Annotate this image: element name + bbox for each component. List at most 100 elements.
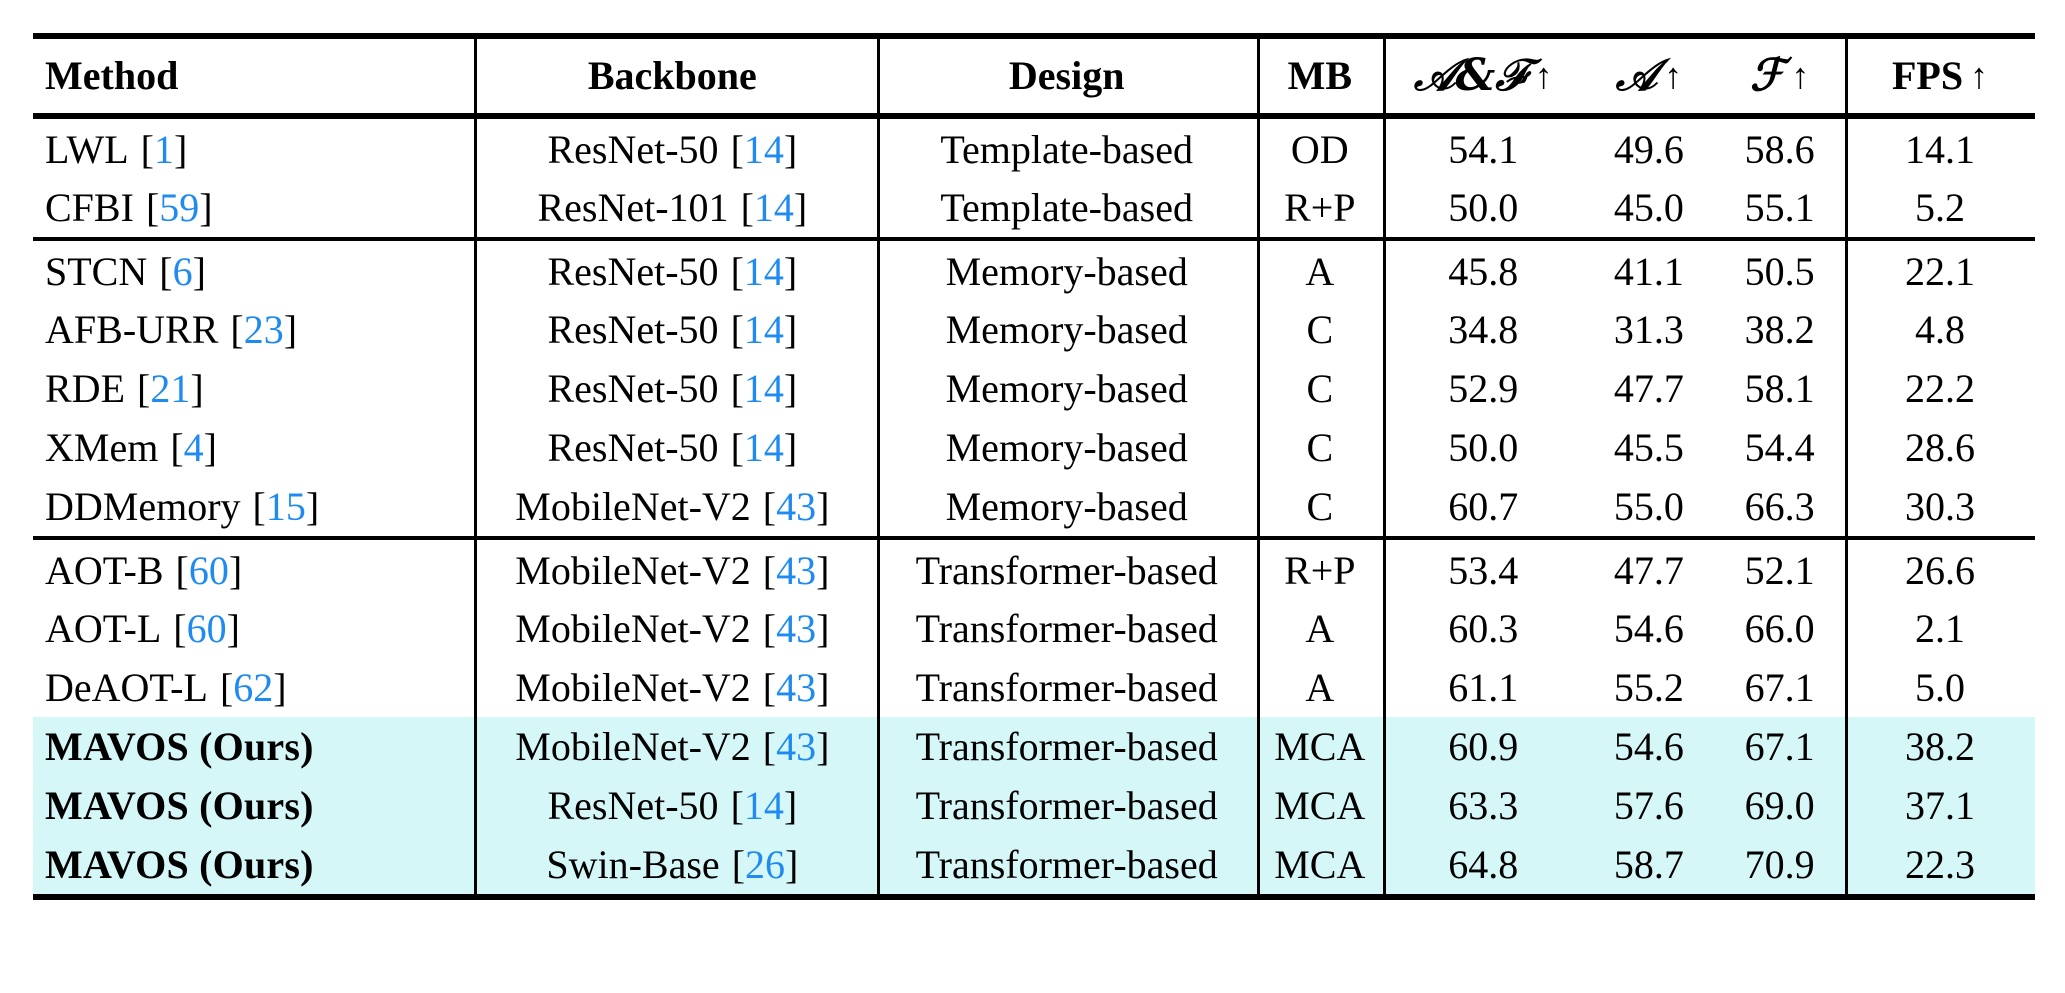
cell-method: MAVOS (Ours) (33, 717, 474, 776)
cell-backbone: ResNet-50[14] (473, 113, 877, 179)
cell-backbone: MobileNet-V2[43] (473, 476, 877, 538)
citation-ref[interactable]: [60] (175, 548, 243, 593)
citation-ref[interactable]: [43] (762, 723, 830, 769)
cell-j-and-f: 60.9 (1383, 716, 1584, 777)
method-name: LWL (45, 127, 129, 172)
column-header-mb: MB (1256, 33, 1384, 116)
results-table: Method Backbone Design MB 𝒜&ℱ↑ (33, 33, 2035, 903)
f-value: 38.2 (1744, 306, 1815, 352)
cell-mb: MCA (1256, 716, 1384, 777)
citation-ref[interactable]: [62] (219, 664, 287, 710)
citation-ref[interactable]: [26] (731, 841, 799, 887)
backbone-name: ResNet-50 (547, 782, 719, 828)
cell-fps: 26.6 (1845, 536, 2035, 600)
citation-ref[interactable]: [15] (252, 483, 320, 529)
j-value: 55.2 (1613, 664, 1684, 710)
cell-backbone: MobileNet-V2[43] (473, 598, 877, 659)
citation-ref[interactable]: [21] (137, 365, 204, 411)
design-name: Memory-based (945, 249, 1188, 294)
mb-value: C (1306, 306, 1334, 352)
citation-ref[interactable]: [14] (730, 249, 798, 294)
citation-ref[interactable]: [14] (740, 184, 808, 230)
j-value: 58.7 (1613, 841, 1684, 887)
column-header-backbone: Backbone (473, 33, 877, 116)
cell-f: 50.5 (1714, 237, 1846, 300)
cell-fps: 22.3 (1845, 834, 2035, 897)
j-and-f-value: 63.3 (1448, 782, 1519, 828)
header-row: Method Backbone Design MB 𝒜&ℱ↑ (33, 33, 2035, 116)
f-value: 55.1 (1744, 184, 1815, 230)
cell-f: 58.1 (1714, 359, 1845, 418)
citation-ref[interactable]: [14] (730, 365, 798, 411)
cell-j-and-f: 64.8 (1383, 834, 1584, 897)
cell-f: 66.3 (1714, 477, 1845, 538)
citation-ref[interactable]: [14] (730, 424, 798, 470)
cell-j-and-f: 50.0 (1383, 417, 1583, 478)
cell-mb: C (1256, 299, 1384, 360)
method-name: AOT-B (45, 548, 164, 593)
cell-design: Template-based (876, 113, 1257, 179)
header-symbol-f: ℱ (1749, 50, 1785, 101)
j-and-f-value: 50.0 (1448, 184, 1519, 230)
cell-method: MAVOS (Ours) (33, 835, 474, 897)
citation-ref[interactable]: [59] (145, 184, 213, 230)
fps-value: 37.1 (1905, 782, 1976, 828)
cell-j: 47.7 (1584, 359, 1715, 418)
citation-ref[interactable]: [14] (730, 782, 798, 828)
cell-fps: 38.2 (1845, 716, 2035, 777)
citation-ref[interactable]: [14] (730, 127, 798, 172)
j-and-f-value: 34.8 (1448, 306, 1519, 352)
citation-ref[interactable]: [14] (730, 306, 798, 352)
mb-value: A (1305, 249, 1335, 294)
j-value: 41.1 (1613, 249, 1684, 294)
cell-j-and-f: 52.9 (1383, 358, 1583, 419)
header-label-fps: FPS (1891, 53, 1964, 98)
citation-ref[interactable]: [43] (762, 605, 830, 651)
cell-j: 31.3 (1584, 300, 1715, 359)
citation-ref[interactable]: [4] (170, 424, 217, 470)
f-value: 67.1 (1744, 664, 1815, 710)
table-row: AOT-L[60]MobileNet-V2[43]Transformer-bas… (33, 598, 2035, 659)
citation-ref[interactable]: [1] (140, 127, 188, 172)
table-row: AFB-URR[23] ResNet-50[14] Memory-based C 34.… (33, 299, 2035, 360)
fps-value: 22.2 (1905, 365, 1976, 411)
cell-design: Transformer-based (876, 834, 1257, 897)
citation-ref[interactable]: [43] (762, 548, 830, 593)
cell-mb: R+P (1256, 536, 1384, 600)
method-name: AFB-URR (45, 306, 219, 352)
backbone-name: ResNet-50 (547, 424, 719, 470)
design-name: Transformer-based (915, 723, 1218, 769)
column-header-j-and-f: 𝒜&ℱ↑ (1383, 33, 1584, 116)
cell-mb: C (1256, 358, 1384, 419)
mb-value: OD (1290, 127, 1349, 172)
citation-ref[interactable]: [60] (173, 605, 240, 651)
cell-j: 45.0 (1584, 178, 1715, 239)
cell-j: 41.1 (1583, 237, 1715, 300)
design-name: Template-based (940, 127, 1193, 172)
f-value: 67.1 (1744, 723, 1815, 769)
backbone-name: ResNet-50 (547, 306, 719, 352)
citation-ref[interactable]: [6] (159, 249, 206, 294)
cell-method: AFB-URR[23] (33, 300, 474, 359)
citation-ref[interactable]: [43] (762, 664, 830, 710)
backbone-name: ResNet-50 (547, 249, 719, 294)
header-label-design: Design (1008, 53, 1125, 98)
cell-backbone: Swin-Base[26] (473, 834, 877, 897)
citation-ref[interactable]: [23] (230, 306, 298, 352)
j-value: 57.6 (1613, 782, 1684, 828)
cell-fps: 37.1 (1845, 775, 2035, 836)
j-and-f-value: 52.9 (1448, 365, 1519, 411)
backbone-name: MobileNet-V2 (515, 605, 751, 651)
design-name: Memory-based (945, 306, 1188, 352)
fps-value: 22.3 (1905, 841, 1976, 887)
citation-ref[interactable]: [43] (762, 483, 830, 529)
cell-mb: C (1256, 476, 1384, 538)
cell-method: STCN[6] (33, 237, 474, 300)
cell-f: 69.0 (1714, 776, 1846, 835)
j-value: 31.3 (1613, 306, 1684, 352)
cell-j: 57.6 (1583, 776, 1715, 835)
cell-mb: A (1256, 237, 1384, 301)
fps-value: 5.2 (1915, 184, 1966, 230)
